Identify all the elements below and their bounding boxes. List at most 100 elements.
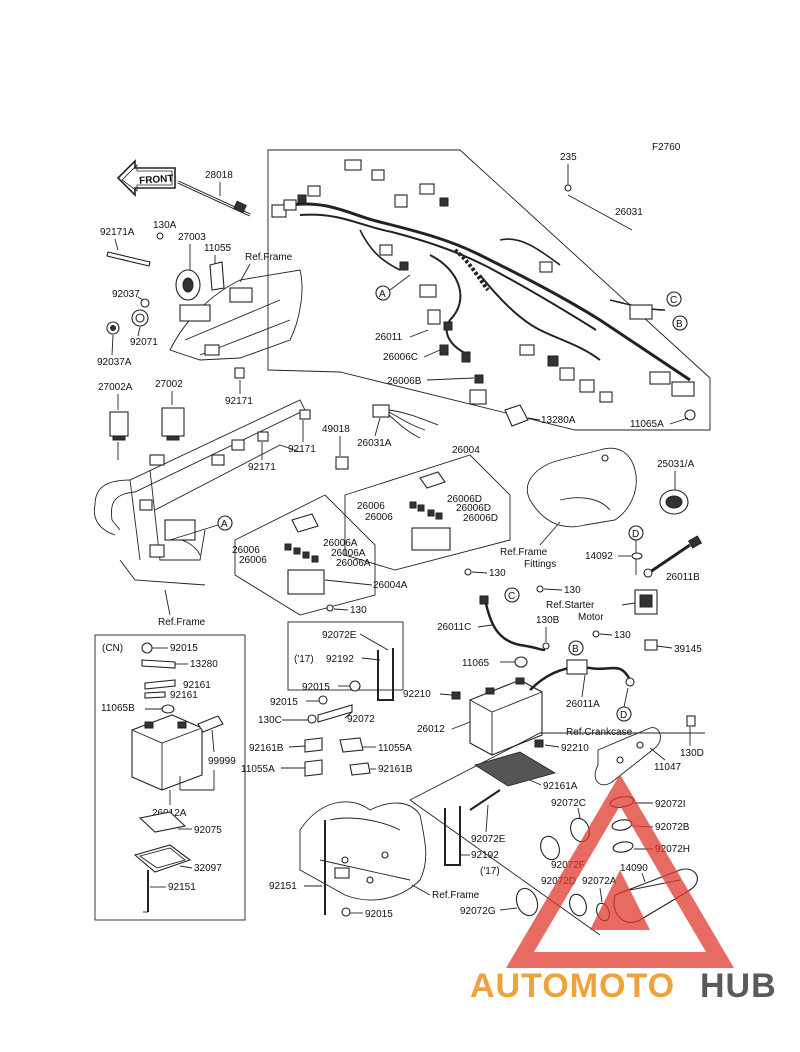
watermark-text-1: AUTOMOTO <box>470 967 675 1005</box>
label-92192-a: 92192 <box>326 654 354 665</box>
automotohub-logo <box>506 774 734 968</box>
battery-26012A <box>131 714 203 791</box>
label-26006D-2: 26006D <box>456 503 491 514</box>
label-49018: 49018 <box>322 424 350 435</box>
label-11065B: 11065B <box>101 703 135 714</box>
label-11047: 11047 <box>654 762 682 773</box>
label-11055: 11055 <box>204 243 232 254</box>
label-26006-c: 26006 <box>232 545 260 556</box>
label-11055A-2: 11055A <box>241 764 275 775</box>
relay-13280A <box>504 404 529 427</box>
callout-C-2 <box>504 587 520 603</box>
crankcase-sketch <box>594 727 661 786</box>
label-130-a: 130 <box>489 568 506 579</box>
label-92072A: 92072A <box>582 876 617 887</box>
label-92015-d: 92015 <box>365 909 393 920</box>
label-sheet-99999 <box>197 715 224 733</box>
label-92210-b: 92210 <box>561 743 589 754</box>
label-92161-b: 92161 <box>170 690 198 701</box>
label-27003: 27003 <box>178 232 206 243</box>
ref-crankcase: Ref.Crankcase <box>566 727 633 738</box>
label-92192-b: 92192 <box>471 850 499 861</box>
label-26006-d: 26006 <box>239 555 267 566</box>
starter-relay <box>634 589 658 615</box>
watermark-text-2: HUB <box>700 967 777 1005</box>
label-32097: 32097 <box>194 863 222 874</box>
label-92015-a: 92015 <box>170 643 198 654</box>
label-27002A: 27002A <box>98 382 133 393</box>
label-26006D-3: 26006D <box>463 513 498 524</box>
pad-92075 <box>138 811 187 833</box>
grommet-92071 <box>131 309 149 327</box>
cable-26011C <box>479 595 546 652</box>
label-26006-a: 26006 <box>357 501 385 512</box>
label-A-1: A <box>379 289 386 300</box>
battery-strap-box <box>287 621 404 691</box>
label-92161B-1: 92161B <box>249 743 284 754</box>
label-C-2: C <box>508 591 515 602</box>
label-235: 235 <box>560 152 577 163</box>
label-130-d: 130 <box>614 630 631 641</box>
label-92151-b: 92151 <box>269 881 297 892</box>
label-26006C: 26006C <box>383 352 418 363</box>
label-92171-a: 92171 <box>225 396 253 407</box>
label-14090: 14090 <box>620 863 648 874</box>
callout-A-1 <box>375 285 391 301</box>
label-17-b: ('17) <box>480 866 500 877</box>
band-92192 <box>377 648 394 701</box>
horn-27003 <box>175 269 201 301</box>
label-26011: 26011 <box>375 332 403 343</box>
label-26031A: 26031A <box>357 438 392 449</box>
label-26006A-1: 26006A <box>323 538 358 549</box>
tray-32097 <box>133 844 192 873</box>
cable-26011B <box>643 535 703 578</box>
label-26031: 26031 <box>615 207 643 218</box>
frame-bottom-sketch <box>299 801 427 901</box>
label-26006-b: 26006 <box>365 512 393 523</box>
fuse-box-panel-26004A <box>234 494 376 616</box>
label-13280: 13280 <box>190 659 218 670</box>
label-92161A: 92161A <box>543 781 578 792</box>
label-26011A: 26011A <box>566 699 600 710</box>
label-27002: 27002 <box>155 379 183 390</box>
label-92037A: 92037A <box>97 357 132 368</box>
label-99999: 99999 <box>208 756 236 767</box>
ref-starter-2: Motor <box>578 612 604 623</box>
front-arrow-icon: FRONT <box>116 159 176 197</box>
label-11065A: 11065A <box>630 419 664 430</box>
label-13280A: 13280A <box>541 415 576 426</box>
fuse-box-panel-26004 <box>344 454 511 571</box>
label-92171-c: 92171 <box>288 444 316 455</box>
callout-C-1 <box>666 291 682 307</box>
strap-panel-lower <box>409 732 705 936</box>
label-92037: 92037 <box>112 289 140 300</box>
label-92072E-1: 92072E <box>322 630 357 641</box>
label-92015-b: 92015 <box>302 682 330 693</box>
label-14092: 14092 <box>585 551 613 562</box>
cn-battery-box <box>94 634 246 921</box>
label-130C: 130C <box>258 715 282 726</box>
label-C-1: C <box>670 295 677 306</box>
pad-92161A <box>474 751 557 787</box>
front-label: FRONT <box>139 173 174 186</box>
label-26006D-1: 26006D <box>447 494 482 505</box>
label-11055A-1: 11055A <box>378 743 412 754</box>
label-A-2: A <box>221 519 228 530</box>
label-92210-a: 92210 <box>403 689 431 700</box>
cable-28018 <box>177 180 251 217</box>
label-CN: (CN) <box>102 643 123 654</box>
frame-front-sketch <box>169 269 303 361</box>
harness-panel <box>267 149 711 431</box>
callout-A-2 <box>217 515 233 531</box>
bracket-13280 <box>141 659 176 669</box>
cable-26011A <box>529 659 635 691</box>
label-92072I: 92072I <box>655 799 686 810</box>
label-92161-a: 92161 <box>183 680 211 691</box>
label-130D: 130D <box>680 748 704 759</box>
label-39145: 39145 <box>674 644 702 655</box>
ref-frame-3: Ref.Frame <box>432 890 480 901</box>
frame-middle-sketch <box>93 399 306 586</box>
ref-starter-1: Ref.Starter <box>546 600 595 611</box>
